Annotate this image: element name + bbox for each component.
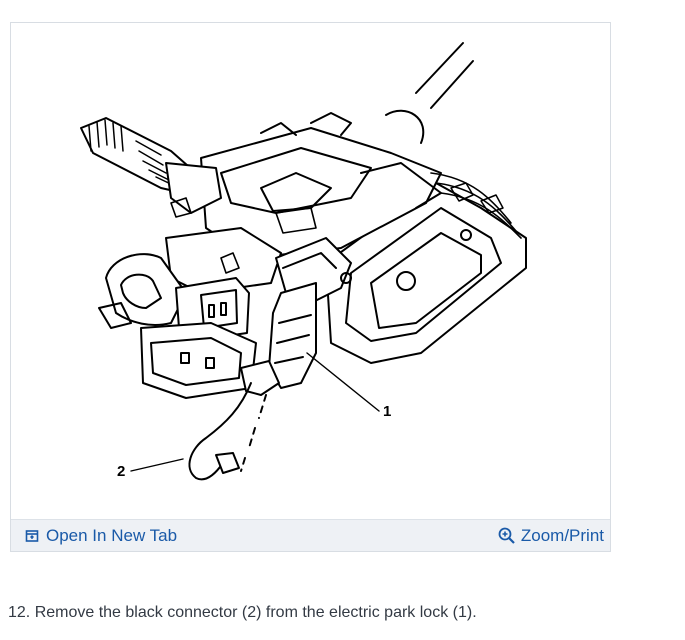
open-in-new-tab-link[interactable]: Open In New Tab xyxy=(25,526,177,546)
zoom-print-label: Zoom/Print xyxy=(520,526,604,545)
callout-2: 2 xyxy=(117,463,126,480)
zoom-print-link[interactable]: Zoom/Print xyxy=(498,526,604,546)
steering-column-diagram: 1 2 xyxy=(11,23,610,519)
callout-1: 1 xyxy=(383,403,392,420)
figure-footer: Open In New Tab Zoom/Print xyxy=(11,519,610,551)
zoom-in-icon xyxy=(498,527,515,544)
figure-card: 1 2 Open In New Tab Zoom/Print xyxy=(10,22,611,552)
open-new-tab-icon xyxy=(25,530,39,542)
open-in-new-tab-label: Open In New Tab xyxy=(46,526,178,545)
step-caption: 12. Remove the black connector (2) from … xyxy=(8,604,477,621)
